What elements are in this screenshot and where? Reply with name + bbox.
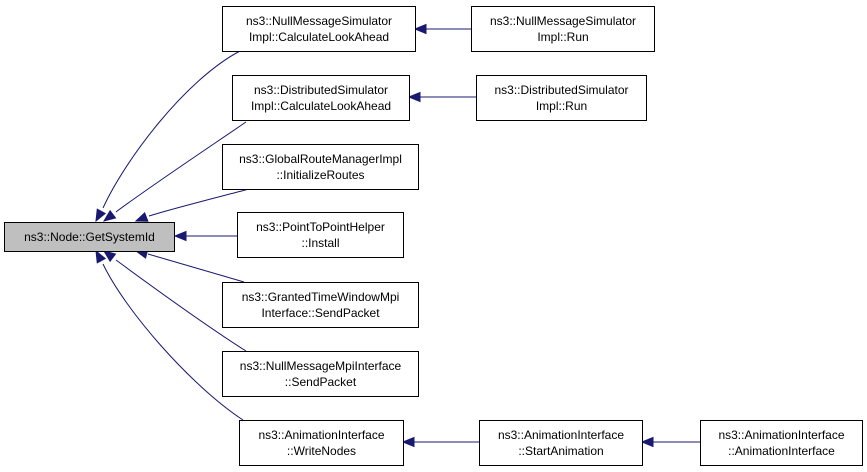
node-label-line: ::InitializeRoutes	[276, 168, 364, 182]
node-label-line: ns3::DistributedSimulator	[494, 83, 628, 97]
node-label-line: ns3::Node::GetSystemId	[24, 230, 155, 244]
arrowhead	[413, 23, 427, 35]
node-box	[471, 6, 655, 52]
node-label-line: ns3::PointToPointHelper	[256, 220, 385, 234]
node-label-line: ::Install	[301, 236, 339, 250]
arrowhead	[134, 211, 149, 222]
nodes-layer: ns3::Node::GetSystemId ns3::NullMessageSi…	[4, 6, 863, 466]
node-label-line: ns3::AnimationInterface	[258, 428, 384, 442]
edge-nullmsg-calc-to-get-system-id	[95, 50, 241, 223]
node-label-line: ns3::AnimationInterface	[718, 428, 844, 442]
edge-line	[115, 259, 247, 352]
node-label-line: ns3::AnimationInterface	[498, 428, 624, 442]
node-box	[222, 351, 419, 397]
node-label-line: ns3::DistributedSimulator	[254, 83, 388, 97]
node-label-line: ns3::NullMessageMpiInterface	[240, 359, 402, 373]
node-label-line: ::StartAnimation	[518, 444, 603, 458]
node-anim-writenodes[interactable]: ns3::AnimationInterface::WriteNodes	[239, 420, 404, 466]
node-label-line: ns3::NullMessageSimulator	[246, 14, 392, 28]
node-label-line: Interface::SendPacket	[261, 306, 380, 320]
arrowhead	[173, 230, 187, 242]
edge-line	[147, 253, 245, 283]
node-label-line: ns3::GrantedTimeWindowMpi	[242, 290, 400, 304]
node-distsim-calc[interactable]: ns3::DistributedSimulatorImpl::Calculate…	[232, 75, 410, 121]
edge-distsim-run-to-distsim-calc	[407, 91, 476, 103]
node-label-line: ::AnimationInterface	[728, 444, 835, 458]
node-box	[232, 75, 410, 121]
node-label-line: Impl::Run	[537, 30, 588, 44]
node-box	[222, 144, 419, 190]
node-get-system-id[interactable]: ns3::Node::GetSystemId	[4, 222, 175, 252]
node-box	[239, 420, 404, 466]
arrowhead	[640, 436, 654, 448]
node-p2p-install[interactable]: ns3::PointToPointHelper::Install	[237, 212, 404, 258]
arrowhead	[95, 208, 107, 223]
edge-nullmpi-sendpacket-to-get-system-id	[102, 250, 247, 352]
node-box	[237, 212, 404, 258]
edge-line	[115, 121, 247, 213]
edge-nullmsg-run-to-nullmsg-calc	[413, 23, 471, 35]
edge-line	[102, 50, 241, 209]
arrowhead	[95, 249, 107, 264]
node-anim-start[interactable]: ns3::AnimationInterface::StartAnimation	[479, 420, 643, 466]
node-box	[222, 6, 416, 52]
edge-anim-writenodes-to-get-system-id	[95, 249, 244, 421]
arrowhead	[401, 436, 415, 448]
edge-line	[102, 263, 244, 421]
node-globalroute-init[interactable]: ns3::GlobalRouteManagerImpl::InitializeR…	[222, 144, 419, 190]
node-label-line: ::SendPacket	[285, 375, 357, 389]
node-label-line: Impl::CalculateLookAhead	[251, 99, 391, 113]
node-label-line: ns3::NullMessageSimulator	[490, 14, 636, 28]
node-granted-sendpacket[interactable]: ns3::GrantedTimeWindowMpiInterface::Send…	[222, 282, 419, 328]
node-label-line: ns3::GlobalRouteManagerImpl	[239, 152, 402, 166]
edge-anim-start-to-anim-writenodes	[401, 436, 479, 448]
arrowhead	[407, 91, 421, 103]
edge-anim-ctor-to-anim-start	[640, 436, 700, 448]
node-box	[4, 222, 175, 252]
node-box	[222, 282, 419, 328]
arrowhead	[102, 250, 117, 263]
edge-line	[148, 188, 250, 217]
node-label-line: Impl::CalculateLookAhead	[249, 30, 389, 44]
node-label-line: Impl::Run	[536, 99, 587, 113]
node-nullmpi-sendpacket[interactable]: ns3::NullMessageMpiInterface::SendPacket	[222, 351, 419, 397]
node-anim-ctor[interactable]: ns3::AnimationInterface::AnimationInterf…	[700, 420, 863, 466]
edge-globalroute-init-to-get-system-id	[134, 188, 250, 222]
edge-granted-sendpacket-to-get-system-id	[134, 248, 245, 283]
node-nullmsg-calc[interactable]: ns3::NullMessageSimulatorImpl::Calculate…	[222, 6, 416, 52]
node-label-line: ::WriteNodes	[287, 444, 356, 458]
edge-p2p-install-to-get-system-id	[173, 230, 237, 242]
edge-distsim-calc-to-get-system-id	[102, 121, 247, 222]
arrowhead	[102, 209, 117, 222]
node-box	[700, 420, 863, 466]
node-box	[479, 420, 643, 466]
node-box	[476, 75, 647, 121]
